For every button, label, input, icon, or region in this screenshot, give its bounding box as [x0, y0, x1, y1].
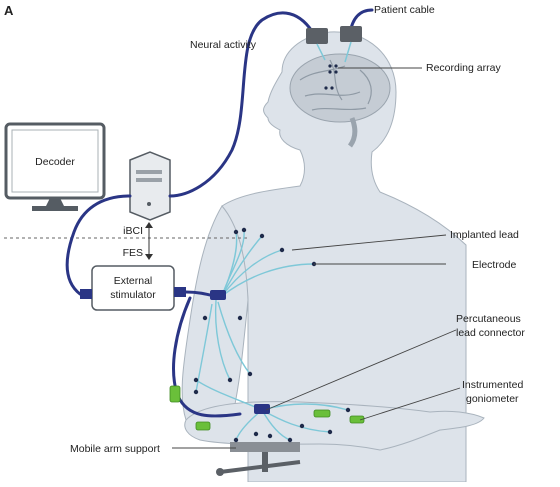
ibci-fes-arrow: iBCI FES — [123, 222, 153, 260]
external-stimulator-label-1: External — [114, 275, 153, 287]
computer-tower — [129, 151, 171, 221]
percutaneous-label-1: Percutaneous — [456, 313, 521, 325]
fes-label: FES — [123, 247, 143, 259]
decoder-label: Decoder — [35, 156, 75, 168]
implanted-lead-label: Implanted lead — [450, 229, 519, 241]
leader-lines — [172, 67, 461, 449]
neural-activity-cable — [168, 11, 317, 198]
torso-head — [221, 31, 467, 483]
mobile-arm-support-device — [216, 442, 301, 476]
brain — [289, 53, 391, 148]
headstage-connectors — [306, 26, 362, 63]
electrodes — [193, 227, 351, 443]
recording-array — [324, 64, 338, 90]
percutaneous-connectors — [210, 290, 270, 414]
tower-stimulator-cable — [65, 194, 132, 296]
goniometers — [169, 385, 365, 431]
decoder-monitor: Decoder — [4, 122, 106, 211]
goniometer-label-1: Instrumented — [462, 379, 523, 391]
percutaneous-label-2: lead connector — [456, 327, 525, 339]
patient-cable-label: Patient cable — [374, 4, 435, 16]
ibci-label: iBCI — [123, 225, 143, 237]
neural-activity-label: Neural activity — [190, 39, 257, 51]
external-stimulator: External stimulator — [80, 265, 186, 311]
recording-array-label: Recording array — [426, 62, 501, 74]
electrode-label: Electrode — [472, 259, 517, 271]
goniometer-label-2: goniometer — [466, 393, 519, 405]
mobile-arm-support-label: Mobile arm support — [70, 443, 160, 455]
external-stimulator-label-2: stimulator — [110, 289, 156, 301]
panel-label: A — [4, 3, 14, 18]
